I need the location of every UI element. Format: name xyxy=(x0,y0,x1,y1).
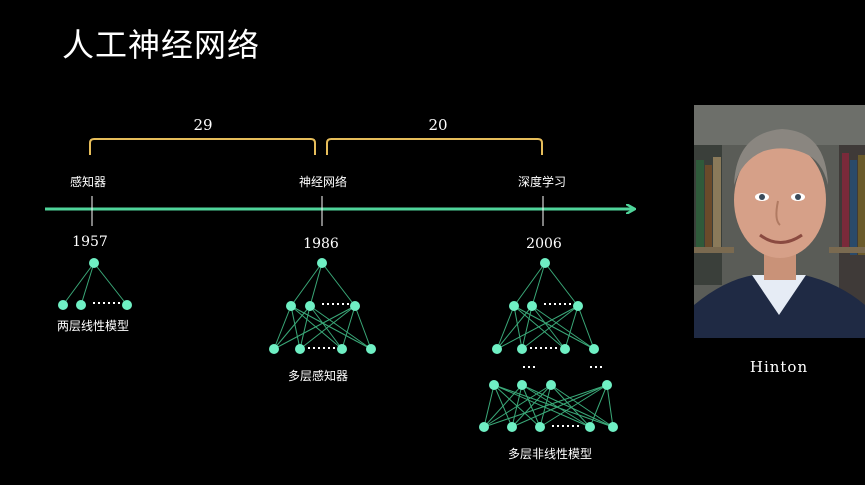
network-node xyxy=(573,301,583,311)
network-node xyxy=(295,344,305,354)
network-node xyxy=(305,301,315,311)
milestone-name-neural-network: 神经网络 xyxy=(299,174,347,189)
network-edge xyxy=(354,305,372,350)
network-edge xyxy=(577,305,595,350)
network-edge xyxy=(273,305,356,350)
network-node xyxy=(350,301,360,311)
network-edge xyxy=(511,384,552,428)
network-edge xyxy=(299,305,356,350)
network-edge xyxy=(606,384,614,428)
network-edge xyxy=(273,305,292,350)
network-edge xyxy=(513,305,523,350)
network-edge xyxy=(521,305,533,350)
network-edge xyxy=(62,262,95,306)
network-edge xyxy=(521,384,614,428)
network-edge xyxy=(299,305,311,350)
network-multilayer-nonlinear xyxy=(479,258,618,432)
network-edge xyxy=(496,305,515,350)
network-edge xyxy=(321,262,356,307)
network-node xyxy=(492,344,502,354)
network-edge xyxy=(511,384,608,428)
slide-title: 人工神经网络 xyxy=(62,26,261,64)
network-node xyxy=(89,258,99,268)
network-node xyxy=(517,380,527,390)
network-edge xyxy=(513,305,566,350)
network-node xyxy=(366,344,376,354)
network-node xyxy=(479,422,489,432)
network-node xyxy=(540,258,550,268)
interval-label-2: 20 xyxy=(428,116,447,134)
network-edge xyxy=(290,262,323,307)
network-two-layer-linear xyxy=(58,258,132,310)
network-edge xyxy=(483,384,552,428)
network-edge xyxy=(290,305,301,350)
network-node xyxy=(535,422,545,432)
interval-label-1: 29 xyxy=(193,116,212,134)
network-edge xyxy=(309,305,343,350)
network-edge xyxy=(493,384,614,428)
model-caption-multilayer-perceptron: 多层感知器 xyxy=(288,368,348,383)
photo-caption: Hinton xyxy=(749,358,809,376)
network-edge xyxy=(564,305,579,350)
network-edge xyxy=(290,305,372,350)
network-edge xyxy=(273,305,311,350)
network-edge xyxy=(531,305,595,350)
network-multilayer-perceptron xyxy=(269,258,376,354)
network-node xyxy=(58,300,68,310)
network-edge xyxy=(539,384,608,428)
network-edge xyxy=(93,262,128,306)
network-edge xyxy=(80,262,95,306)
network-node xyxy=(608,422,618,432)
network-edge xyxy=(589,384,608,428)
timeline-diagram: 29 20 感知器 神经网络 深度学习 1957 1986 2006 两层线性模… xyxy=(45,116,690,461)
network-edge xyxy=(521,384,591,428)
interval-brace-1 xyxy=(89,138,316,155)
network-node xyxy=(589,344,599,354)
network-node xyxy=(585,422,595,432)
hinton-photo xyxy=(694,105,865,338)
milestone-name-perceptron: 感知器 xyxy=(70,174,106,189)
network-edge xyxy=(290,305,343,350)
network-edge xyxy=(550,384,591,428)
network-edge xyxy=(496,305,533,350)
network-edge xyxy=(531,305,566,350)
network-edge xyxy=(483,384,495,428)
network-node xyxy=(546,380,556,390)
network-node xyxy=(517,344,527,354)
network-edge xyxy=(483,384,523,428)
milestone-year-1957: 1957 xyxy=(72,234,108,250)
network-node xyxy=(560,344,570,354)
network-node xyxy=(602,380,612,390)
network-edge xyxy=(513,262,546,307)
network-node xyxy=(489,380,499,390)
network-edge xyxy=(309,305,372,350)
network-edge xyxy=(341,305,356,350)
network-edge xyxy=(513,305,595,350)
network-node xyxy=(286,301,296,311)
network-edge xyxy=(531,262,546,307)
network-edge xyxy=(493,384,591,428)
model-caption-two-layer-linear: 两层线性模型 xyxy=(57,319,129,333)
milestone-year-2006: 2006 xyxy=(526,236,562,252)
network-node xyxy=(337,344,347,354)
network-node xyxy=(507,422,517,432)
milestone-year-1986: 1986 xyxy=(303,236,339,252)
milestone-name-deep-learning: 深度学习 xyxy=(518,174,566,189)
network-node xyxy=(509,301,519,311)
network-node xyxy=(317,258,327,268)
network-edge xyxy=(496,305,579,350)
interval-brace-2 xyxy=(326,138,543,155)
network-edge xyxy=(521,305,579,350)
network-node xyxy=(76,300,86,310)
network-edge xyxy=(309,262,323,307)
network-node xyxy=(269,344,279,354)
network-edge xyxy=(483,384,608,428)
network-node xyxy=(122,300,132,310)
network-node xyxy=(527,301,537,311)
model-caption-multilayer-nonlinear: 多层非线性模型 xyxy=(508,447,592,461)
network-edge xyxy=(544,262,579,307)
network-edge xyxy=(550,384,614,428)
